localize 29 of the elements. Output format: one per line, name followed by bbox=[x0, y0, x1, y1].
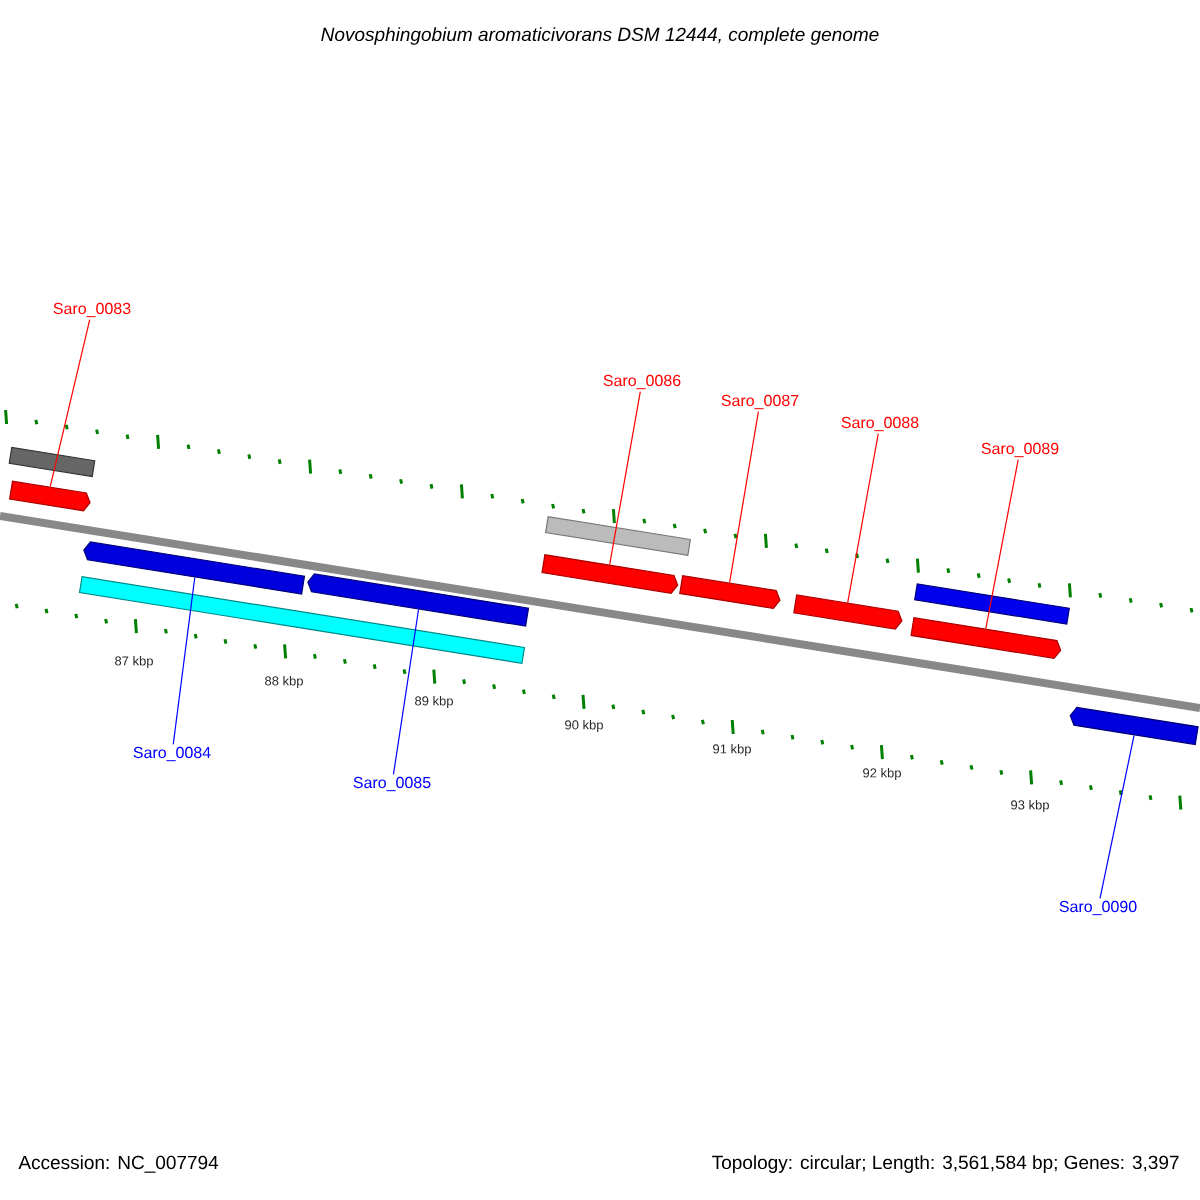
gene-feature bbox=[8, 480, 91, 512]
gene-feature bbox=[83, 541, 306, 595]
leader-line bbox=[49, 318, 91, 488]
gene-label: Saro_0084 bbox=[133, 746, 211, 762]
gene-feature bbox=[541, 554, 679, 594]
leader-line bbox=[847, 433, 879, 604]
gene-label: Saro_0083 bbox=[53, 302, 131, 318]
leader-line bbox=[729, 410, 759, 584]
feature-bar bbox=[914, 583, 1070, 625]
leader-line bbox=[1099, 734, 1135, 900]
footer-text: Topology: circular; Length: 3,561,584 bp; Genes: 3,397 bbox=[712, 1155, 1179, 1173]
leader-line bbox=[985, 458, 1019, 630]
gene-label: Saro_0088 bbox=[841, 416, 919, 432]
gene-label: Saro_0087 bbox=[721, 394, 799, 410]
leader-line bbox=[172, 576, 196, 746]
gene-feature bbox=[1069, 706, 1199, 746]
feature-bar bbox=[8, 446, 96, 478]
feature-bar bbox=[78, 576, 526, 664]
gene-feature bbox=[307, 573, 530, 627]
gene-label: Saro_0085 bbox=[353, 776, 431, 792]
footer-text: Accession: NC_007794 bbox=[18, 1155, 219, 1173]
title: Novosphingobium aromaticivorans DSM 12444, complete genome bbox=[321, 27, 879, 45]
leader-line bbox=[392, 608, 420, 776]
gene-label: Saro_0086 bbox=[603, 374, 681, 390]
gene-feature bbox=[910, 617, 1062, 659]
leader-line bbox=[609, 391, 641, 566]
gene-label: Saro_0090 bbox=[1059, 900, 1137, 916]
gene-label: Saro_0089 bbox=[981, 442, 1059, 458]
gene-feature bbox=[793, 594, 903, 630]
